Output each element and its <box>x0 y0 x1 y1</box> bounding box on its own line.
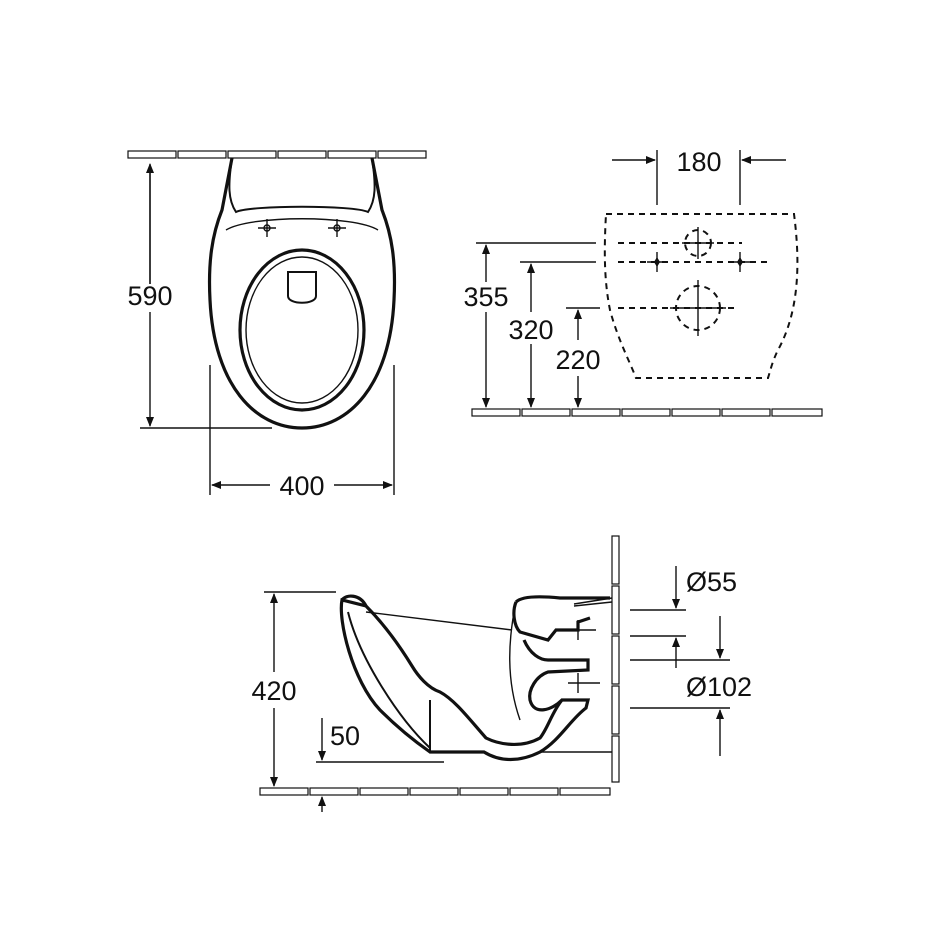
front-view-outlet <box>670 280 726 336</box>
width-label: 400 <box>279 471 324 501</box>
top-view-wall <box>127 150 427 159</box>
front-view-fixing-left <box>647 252 667 272</box>
front-view: 180 355 <box>463 147 823 417</box>
outlet-label: Ø102 <box>686 672 752 702</box>
top-view-fixing-right <box>328 219 346 237</box>
front-view-outline <box>603 213 799 379</box>
depth-label: 590 <box>127 281 172 311</box>
spacing-label: 180 <box>676 147 721 177</box>
rim-label: 50 <box>330 721 360 751</box>
top-view: 590 400 <box>127 150 427 501</box>
side-height-label: 420 <box>251 676 296 706</box>
height-220-label: 220 <box>555 345 600 375</box>
inlet-label: Ø55 <box>686 567 737 597</box>
side-view-wall <box>611 535 620 783</box>
front-view-fixing-right <box>730 252 750 272</box>
height-355-label: 355 <box>463 282 508 312</box>
top-view-opening <box>238 248 366 412</box>
height-320-label: 320 <box>508 315 553 345</box>
top-view-bowl-inner <box>228 157 376 214</box>
top-view-fixing-left <box>258 219 276 237</box>
side-view-floor <box>259 787 611 796</box>
top-view-bowl-outline <box>207 157 397 430</box>
front-view-floor <box>471 408 823 417</box>
front-view-inlet <box>682 227 714 259</box>
side-view: 420 50 Ø55 Ø102 <box>251 535 752 812</box>
